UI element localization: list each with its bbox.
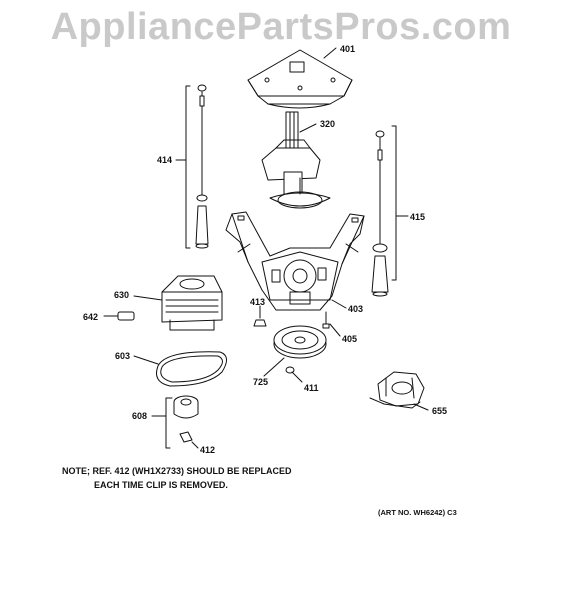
- part-412-clip[interactable]: [179, 431, 193, 443]
- part-725-pulley[interactable]: [273, 325, 327, 359]
- part-405-screw[interactable]: [322, 311, 330, 329]
- site-watermark: AppliancePartsPros.com: [50, 6, 512, 48]
- leader-lines: [103, 47, 429, 449]
- callout-725: 725: [253, 377, 269, 387]
- part-413-nut[interactable]: [253, 319, 267, 327]
- callout-320: 320: [320, 119, 336, 129]
- note-line-2: EACH TIME CLIP IS REMOVED.: [94, 480, 228, 490]
- part-415-suspension-rod[interactable]: [371, 130, 389, 297]
- callout-413: 413: [250, 297, 266, 307]
- note-line-1: NOTE; REF. 412 (WH1X2733) SHOULD BE REPL…: [62, 466, 292, 476]
- part-401-cover[interactable]: [247, 49, 353, 109]
- part-320-transmission[interactable]: [261, 111, 331, 209]
- callout-655: 655: [432, 406, 448, 416]
- callout-401: 401: [340, 44, 356, 54]
- callout-403: 403: [348, 304, 364, 314]
- part-414-suspension-rod[interactable]: [195, 84, 209, 249]
- part-642-small-block[interactable]: [117, 311, 135, 321]
- part-403-frame[interactable]: [225, 211, 365, 311]
- callout-412: 412: [200, 445, 216, 455]
- callout-414: 414: [157, 155, 173, 165]
- callout-411: 411: [304, 383, 319, 393]
- callout-630: 630: [114, 290, 130, 300]
- part-630-motor[interactable]: [161, 275, 223, 331]
- art-number: (ART NO. WH6242) C3: [378, 508, 457, 517]
- replacement-note: NOTE; REF. 412 (WH1X2733) SHOULD BE REPL…: [62, 464, 292, 492]
- callout-608: 608: [132, 411, 148, 421]
- part-603-belt[interactable]: [156, 351, 227, 387]
- part-655-pump[interactable]: [369, 371, 425, 409]
- callout-415: 415: [410, 212, 426, 222]
- callout-603: 603: [115, 351, 131, 361]
- part-608-coupling[interactable]: [173, 395, 199, 419]
- callout-642: 642: [83, 312, 99, 322]
- callout-405: 405: [342, 334, 358, 344]
